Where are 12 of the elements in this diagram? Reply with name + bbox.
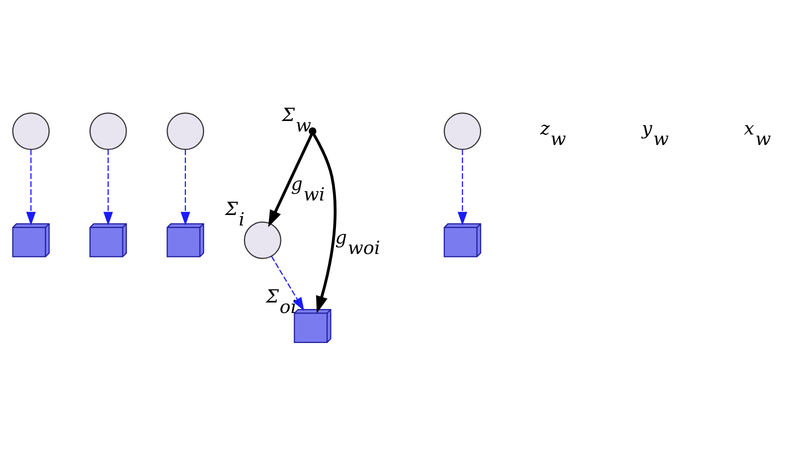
- node-circle: [12, 112, 50, 150]
- arrow: [180, 150, 190, 226]
- arrow: [268, 134, 313, 228]
- arrow: [312, 134, 337, 314]
- arrow: [103, 150, 113, 226]
- arrow: [26, 150, 36, 226]
- node-circle: [89, 112, 127, 150]
- node-circle: [166, 112, 204, 150]
- node-circle: [444, 112, 482, 150]
- node-circle: [244, 222, 282, 259]
- arrow: [271, 256, 304, 311]
- arrow: [458, 150, 468, 226]
